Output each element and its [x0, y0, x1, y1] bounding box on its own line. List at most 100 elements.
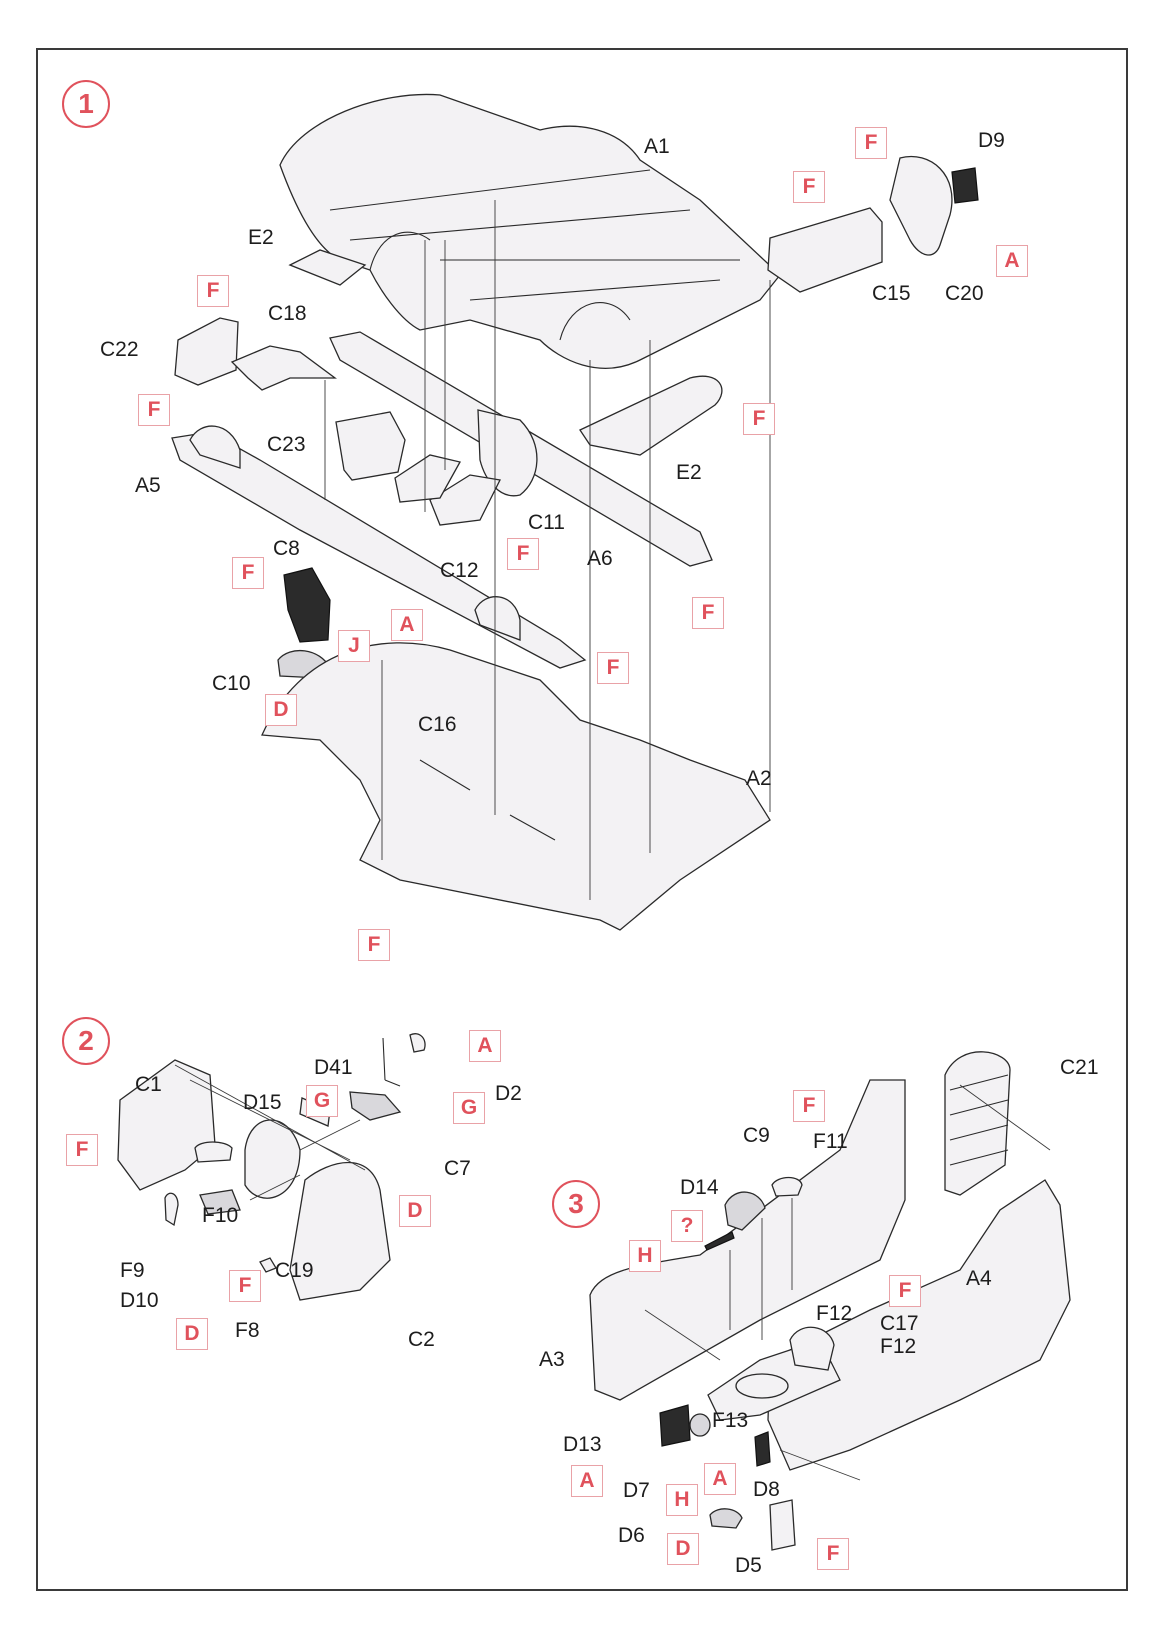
part-label-d13: D13 [563, 1433, 602, 1456]
part-c8 [283, 567, 331, 643]
part-label-c17: C17 [880, 1312, 919, 1335]
part-d14 [704, 1231, 735, 1251]
part-label-d10: D10 [120, 1289, 159, 1312]
part-c7 [349, 1091, 402, 1121]
part-label-d9: D9 [978, 129, 1005, 152]
color-callout-h: H [666, 1484, 698, 1516]
color-callout-f: F [358, 929, 390, 961]
part-label-d6: D6 [618, 1524, 645, 1547]
color-callout-a: A [469, 1030, 501, 1062]
part-label-c15: C15 [872, 282, 911, 305]
part-c2-fuselage-section [289, 1162, 391, 1301]
part-label-c9: C9 [743, 1124, 770, 1147]
color-callout-f: F [229, 1270, 261, 1302]
part-label-c21: C21 [1060, 1056, 1099, 1079]
color-callout-a: A [996, 245, 1028, 277]
part-a1-wing-upper [279, 93, 781, 369]
color-callout-f: F [692, 597, 724, 629]
part-label-f9: F9 [120, 1259, 145, 1282]
part-label-c22: C22 [100, 338, 139, 361]
part-f8 [259, 1257, 277, 1273]
part-label-c8: C8 [273, 537, 300, 560]
part-label-a2: A2 [746, 767, 772, 790]
part-label-d5: D5 [735, 1554, 762, 1577]
part-label-d2: D2 [495, 1082, 522, 1105]
color-callout-f: F [197, 275, 229, 307]
part-label-a1: A1 [644, 135, 670, 158]
part-a5-rib-1 [189, 425, 241, 469]
color-callout-f: F [743, 403, 775, 435]
part-label-c23: C23 [267, 433, 306, 456]
color-callout-a: A [704, 1463, 736, 1495]
part-label-c16: C16 [418, 713, 457, 736]
color-callout-d: D [399, 1195, 431, 1227]
color-callout-f: F [817, 1538, 849, 1570]
part-label-f11: F11 [813, 1130, 848, 1153]
part-c17-ring [735, 1373, 789, 1399]
part-c11 [429, 474, 501, 526]
part-c12 [394, 454, 461, 503]
color-callout-d: D [265, 694, 297, 726]
part-label-f10: F10 [202, 1204, 239, 1227]
part-label-d14: D14 [680, 1176, 719, 1199]
color-callout-a: A [571, 1465, 603, 1497]
part-a3-fuselage-left [589, 1079, 906, 1401]
color-callout-h: H [629, 1240, 661, 1272]
color-callout-d: D [667, 1533, 699, 1565]
part-d10 [199, 1189, 241, 1215]
part-label-c1: C1 [135, 1073, 162, 1096]
part-c18 [230, 345, 337, 391]
part-d13 [659, 1404, 691, 1447]
part-d8 [754, 1431, 771, 1467]
part-d9 [951, 167, 979, 204]
color-callout-d: D [176, 1318, 208, 1350]
part-f9 [164, 1192, 179, 1227]
part-label-f8: F8 [235, 1319, 260, 1342]
part-c19-seat [244, 1119, 301, 1199]
part-d5 [769, 1499, 796, 1551]
color-callout-g: G [453, 1092, 485, 1124]
part-label-c12: C12 [440, 559, 479, 582]
part-label-d7: D7 [623, 1479, 650, 1502]
color-callout-f: F [889, 1275, 921, 1307]
step-1-badge: 1 [62, 80, 110, 128]
part-d2 [409, 1033, 426, 1053]
part-label-a5: A5 [135, 474, 161, 497]
color-callout-f: F [507, 538, 539, 570]
part-c17-seatback [789, 1326, 835, 1371]
step-3-badge: 3 [552, 1180, 600, 1228]
color-callout-g: G [306, 1085, 338, 1117]
step-2-badge: 2 [62, 1017, 110, 1065]
part-label-a4: A4 [966, 1267, 992, 1290]
part-label-d15: D15 [243, 1091, 282, 1114]
part-label-c20: C20 [945, 282, 984, 305]
part-e2-flap [288, 249, 367, 286]
part-label-c11: C11 [528, 511, 565, 534]
part-label-d8: D8 [753, 1478, 780, 1501]
part-c9 [724, 1191, 766, 1231]
part-label-f13: F13 [712, 1409, 749, 1432]
part-label-e2-frame: E2 [676, 461, 702, 484]
color-callout-f: F [793, 171, 825, 203]
part-f10-cushion [194, 1141, 233, 1163]
part-a2-wing-lower [261, 642, 771, 931]
color-callout-f: F [793, 1090, 825, 1122]
part-label-f12: F12 [880, 1335, 917, 1358]
color-callout-unknown: ? [671, 1210, 703, 1242]
color-callout-f: F [232, 557, 264, 589]
color-callout-j: J [338, 630, 370, 662]
color-callout-f: F [855, 127, 887, 159]
part-d7 [689, 1413, 711, 1437]
part-label-c7: C7 [444, 1157, 471, 1180]
part-label-d41: D41 [314, 1056, 353, 1079]
part-c21-rudder [944, 1051, 1011, 1196]
part-d41-stick [382, 1037, 401, 1087]
part-label-c2: C2 [408, 1328, 435, 1351]
part-label-c10: C10 [212, 672, 251, 695]
color-callout-f: F [597, 652, 629, 684]
part-c20 [889, 155, 953, 256]
color-callout-f: F [66, 1134, 98, 1166]
part-label-c19: C19 [275, 1259, 314, 1282]
part-a5-rib-2 [474, 596, 521, 641]
